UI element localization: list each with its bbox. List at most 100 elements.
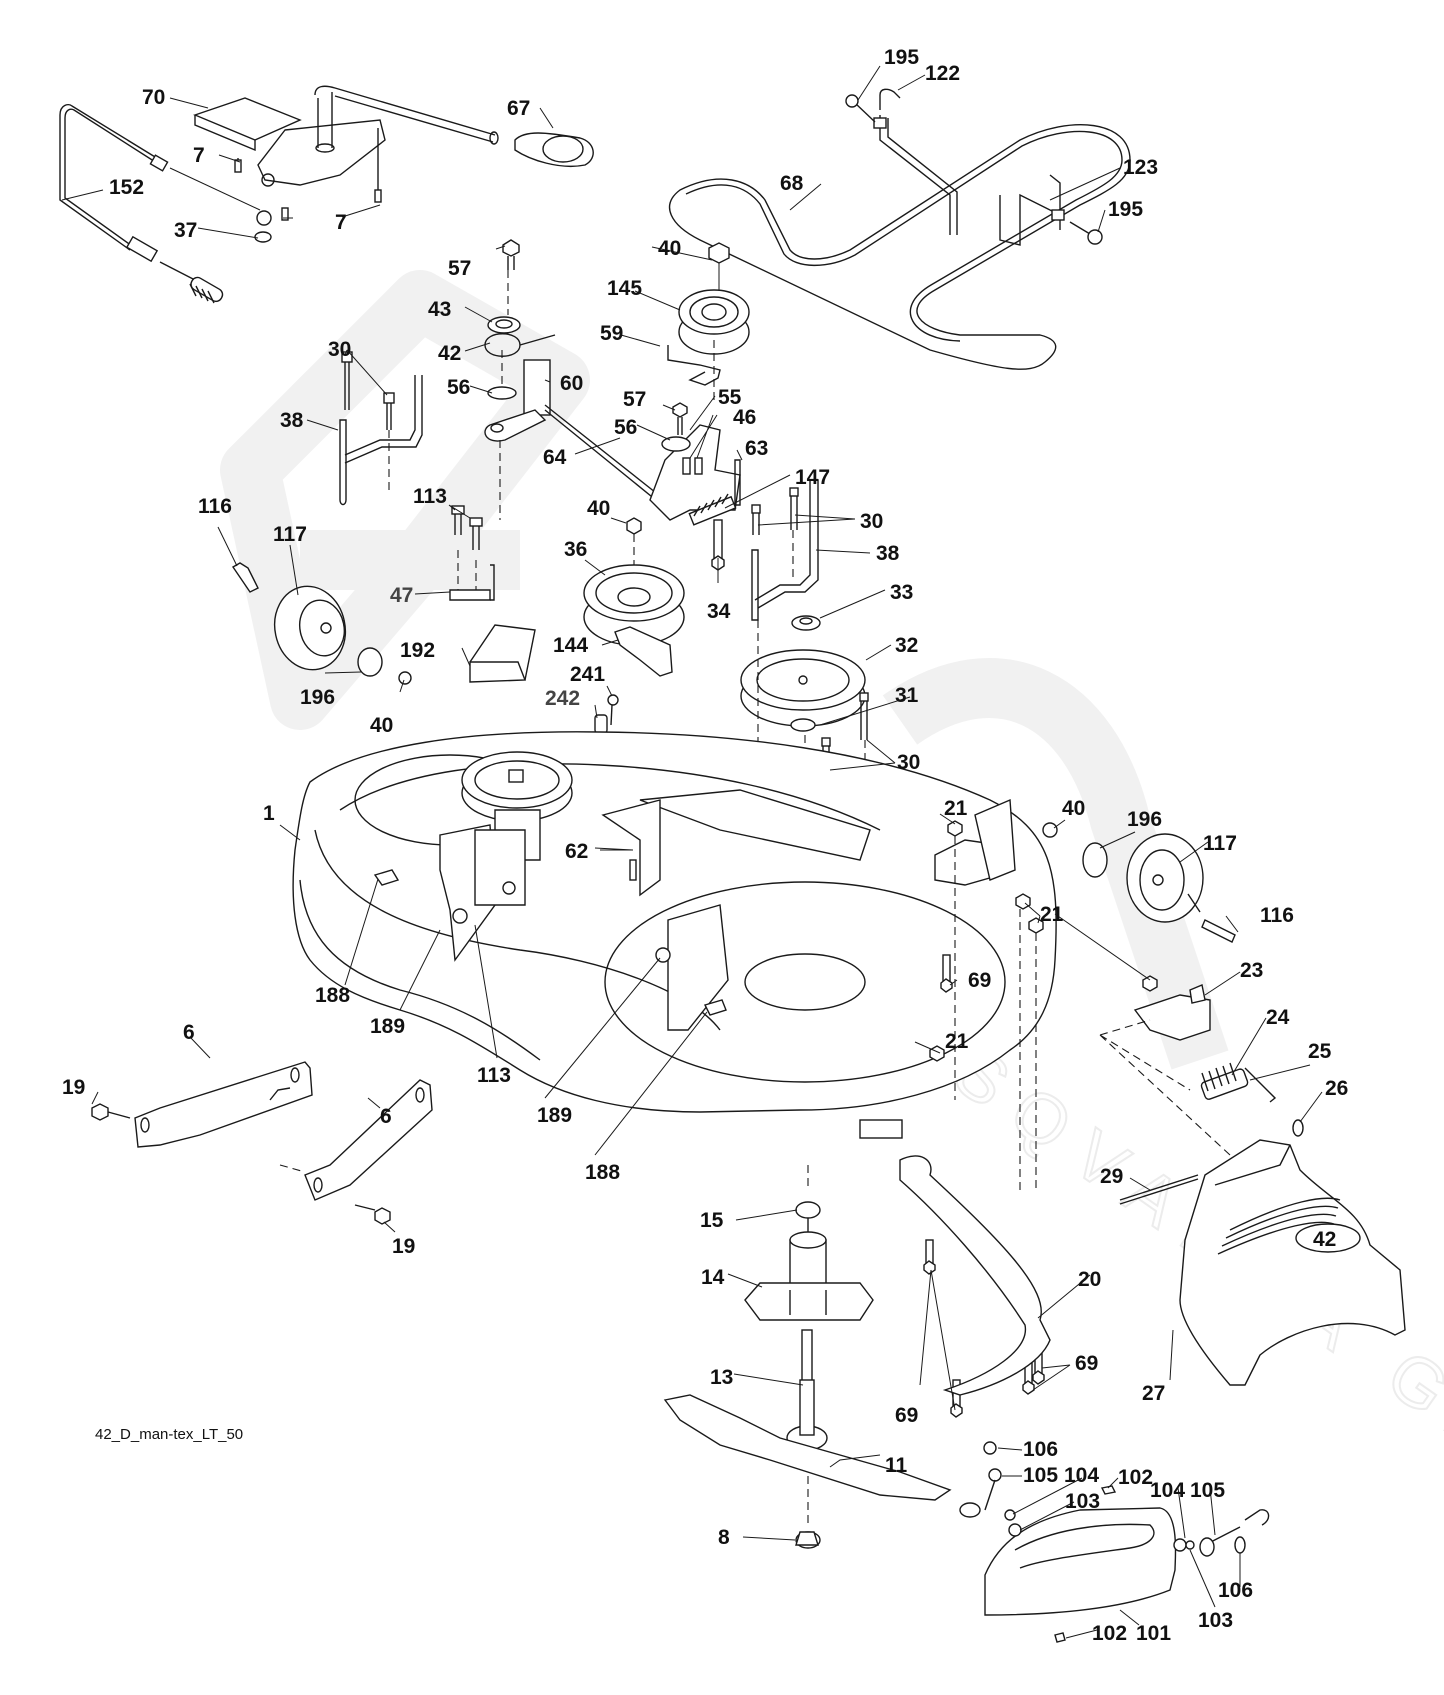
callout-152: 152 — [109, 176, 144, 199]
callout-188: 188 — [585, 1161, 620, 1184]
callout-105: 105 — [1023, 1464, 1058, 1487]
callout-242: 242 — [545, 687, 580, 710]
callout-19: 19 — [392, 1235, 415, 1258]
callout-32: 32 — [895, 634, 918, 657]
callout-117: 117 — [273, 523, 307, 546]
callout-70: 70 — [142, 86, 165, 109]
callout-105: 105 — [1190, 1479, 1225, 1502]
belt-keeper-144 — [614, 626, 673, 677]
callout-33: 33 — [890, 581, 913, 604]
callout-106: 106 — [1218, 1579, 1253, 1602]
callout-23: 23 — [1240, 959, 1263, 982]
callout-64: 64 — [543, 446, 567, 469]
fastener-241-242 — [594, 694, 619, 746]
callout-116: 116 — [198, 495, 232, 518]
callout-42: 42 — [438, 342, 461, 365]
callout-60: 60 — [560, 372, 583, 395]
callout-103: 103 — [1198, 1609, 1233, 1632]
callout-29: 29 — [1100, 1165, 1123, 1188]
callout-40: 40 — [587, 497, 610, 520]
callout-113: 113 — [413, 485, 447, 508]
callout-241: 241 — [570, 663, 605, 686]
deck-belt — [668, 124, 1131, 370]
callout-117: 117 — [1203, 832, 1237, 855]
callout-196: 196 — [1127, 808, 1162, 831]
idler-pulley-145 — [678, 242, 750, 400]
callout-57: 57 — [623, 388, 646, 411]
callout-56: 56 — [447, 376, 470, 399]
callout-113: 113 — [477, 1064, 511, 1087]
deck-hardware — [373, 798, 1016, 1139]
callout-34: 34 — [707, 600, 731, 623]
callout-7: 7 — [335, 211, 347, 234]
callout-59: 59 — [600, 322, 623, 345]
callout-30: 30 — [860, 510, 883, 533]
callout-labels: 70 67 7 7 152 37 195 122 123 195 68 40 1… — [62, 46, 1348, 1645]
callout-102: 102 — [1118, 1466, 1153, 1489]
callout-67: 67 — [507, 97, 530, 120]
callout-11: 11 — [885, 1454, 908, 1477]
callout-19: 19 — [62, 1076, 85, 1099]
callout-36: 36 — [564, 538, 587, 561]
blade-bolt — [795, 1531, 819, 1546]
callout-188: 188 — [315, 984, 350, 1007]
callout-189: 189 — [537, 1104, 572, 1127]
belt-guides — [845, 88, 1103, 246]
callout-21: 21 — [944, 797, 968, 820]
lever-knob — [514, 132, 594, 167]
callout-40: 40 — [1062, 797, 1085, 820]
deck-size-badge: 42 — [1313, 1228, 1336, 1251]
pivot-stack — [484, 239, 666, 520]
callout-40: 40 — [658, 237, 681, 260]
idler-arm-assembly — [649, 402, 741, 571]
callout-25: 25 — [1308, 1040, 1332, 1063]
callout-14: 14 — [701, 1266, 725, 1289]
callout-122: 122 — [925, 62, 960, 85]
callout-55: 55 — [718, 386, 742, 409]
callout-7: 7 — [193, 144, 205, 167]
belt-guide-left — [339, 351, 423, 506]
deck-pulley — [461, 751, 573, 861]
mower-blade — [663, 1394, 952, 1501]
callout-62: 62 — [565, 840, 588, 863]
callout-1: 1 — [263, 802, 275, 825]
callout-116: 116 — [1260, 904, 1294, 927]
callout-196: 196 — [300, 686, 335, 709]
callout-104: 104 — [1064, 1464, 1099, 1487]
callout-40: 40 — [370, 714, 393, 737]
mulch-cover-assembly — [959, 1441, 1270, 1643]
callout-145: 145 — [607, 277, 642, 300]
callout-13: 13 — [710, 1366, 733, 1389]
stabilizer-20 — [899, 1155, 1051, 1396]
callout-6: 6 — [380, 1105, 392, 1128]
discharge-chute: 42 — [1119, 1139, 1406, 1386]
callout-123: 123 — [1123, 156, 1158, 179]
callout-69: 69 — [968, 969, 991, 992]
callout-106: 106 — [1023, 1438, 1058, 1461]
hanger-brackets — [91, 1061, 433, 1225]
diagram-code-label: 42_D_man-tex_LT_50 — [95, 1426, 244, 1443]
belt-keeper-59 — [667, 345, 721, 386]
callout-31: 31 — [895, 684, 919, 707]
callout-195: 195 — [884, 46, 919, 69]
callout-69: 69 — [1075, 1352, 1098, 1375]
callout-102: 102 — [1092, 1622, 1127, 1645]
callout-21: 21 — [1040, 903, 1064, 926]
gauge-wheel-right — [1042, 822, 1236, 943]
callout-195: 195 — [1108, 198, 1143, 221]
callout-192: 192 — [400, 639, 435, 662]
callout-47: 47 — [390, 584, 413, 607]
callout-43: 43 — [428, 298, 451, 321]
callout-46: 46 — [733, 406, 756, 429]
callout-56: 56 — [614, 416, 637, 439]
callout-38: 38 — [876, 542, 900, 565]
callout-21: 21 — [945, 1030, 969, 1053]
callout-103: 103 — [1065, 1490, 1100, 1513]
callout-30: 30 — [328, 338, 351, 361]
callout-27: 27 — [1142, 1382, 1165, 1405]
idler-pulley-36 — [583, 517, 685, 646]
chute-hinge-assembly — [1099, 984, 1304, 1156]
callout-189: 189 — [370, 1015, 405, 1038]
callout-144: 144 — [553, 634, 588, 657]
